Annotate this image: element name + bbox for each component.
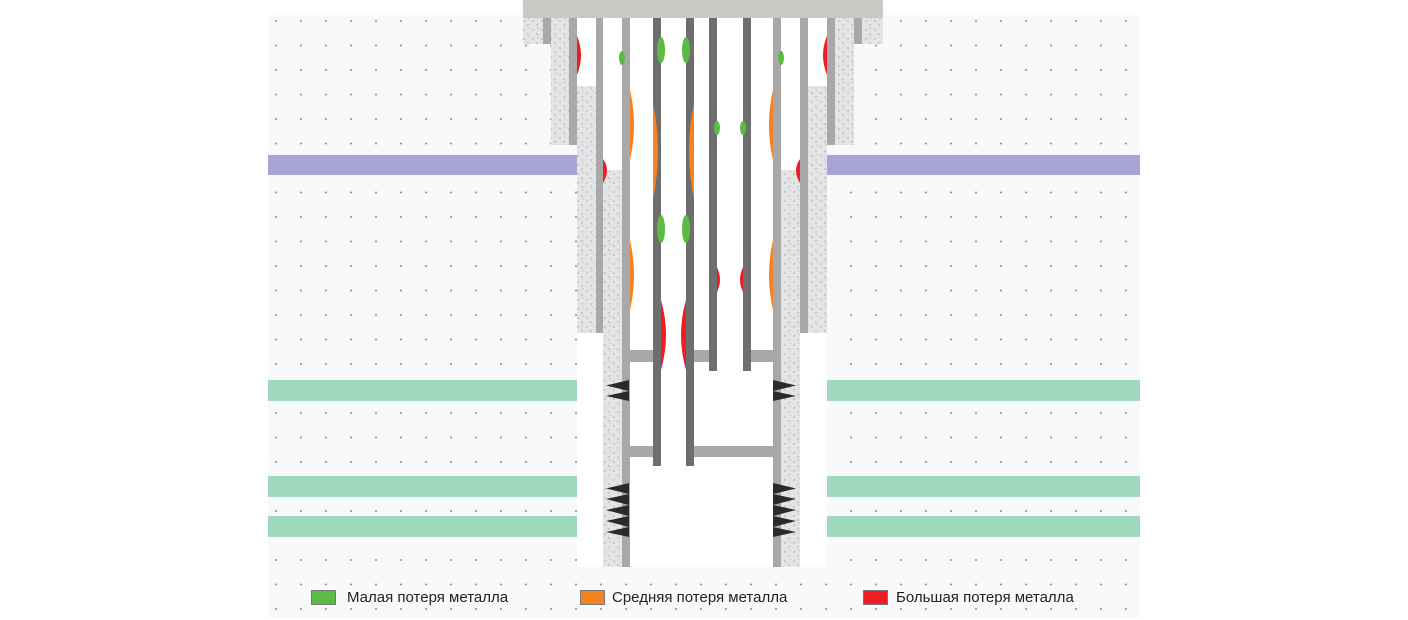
green-swatch-icon: [311, 590, 336, 605]
aquifer-layer: [268, 155, 1140, 175]
orange-swatch-icon: [580, 590, 605, 605]
legend-label: Средняя потеря металла: [612, 589, 788, 606]
reservoir-layers: [268, 380, 1140, 537]
wellhead: [523, 0, 883, 18]
cement-rings: [523, 18, 883, 567]
legend-label: Большая потеря металла: [896, 589, 1074, 606]
legend-item-large-loss: Большая потеря металла: [863, 589, 1074, 606]
legend-label: Малая потеря металла: [347, 589, 509, 606]
legend-item-medium-loss: Средняя потеря металла: [580, 589, 787, 606]
red-swatch-icon: [863, 590, 888, 605]
packers: [606, 380, 796, 537]
metal-loss-medium: [630, 90, 773, 310]
legend-item-small-loss: Малая потеря металла: [311, 589, 508, 606]
metal-loss-large: [577, 36, 827, 370]
tubing-strings: [653, 18, 751, 466]
metal-loss-small: [619, 37, 784, 243]
casings: [543, 18, 862, 567]
